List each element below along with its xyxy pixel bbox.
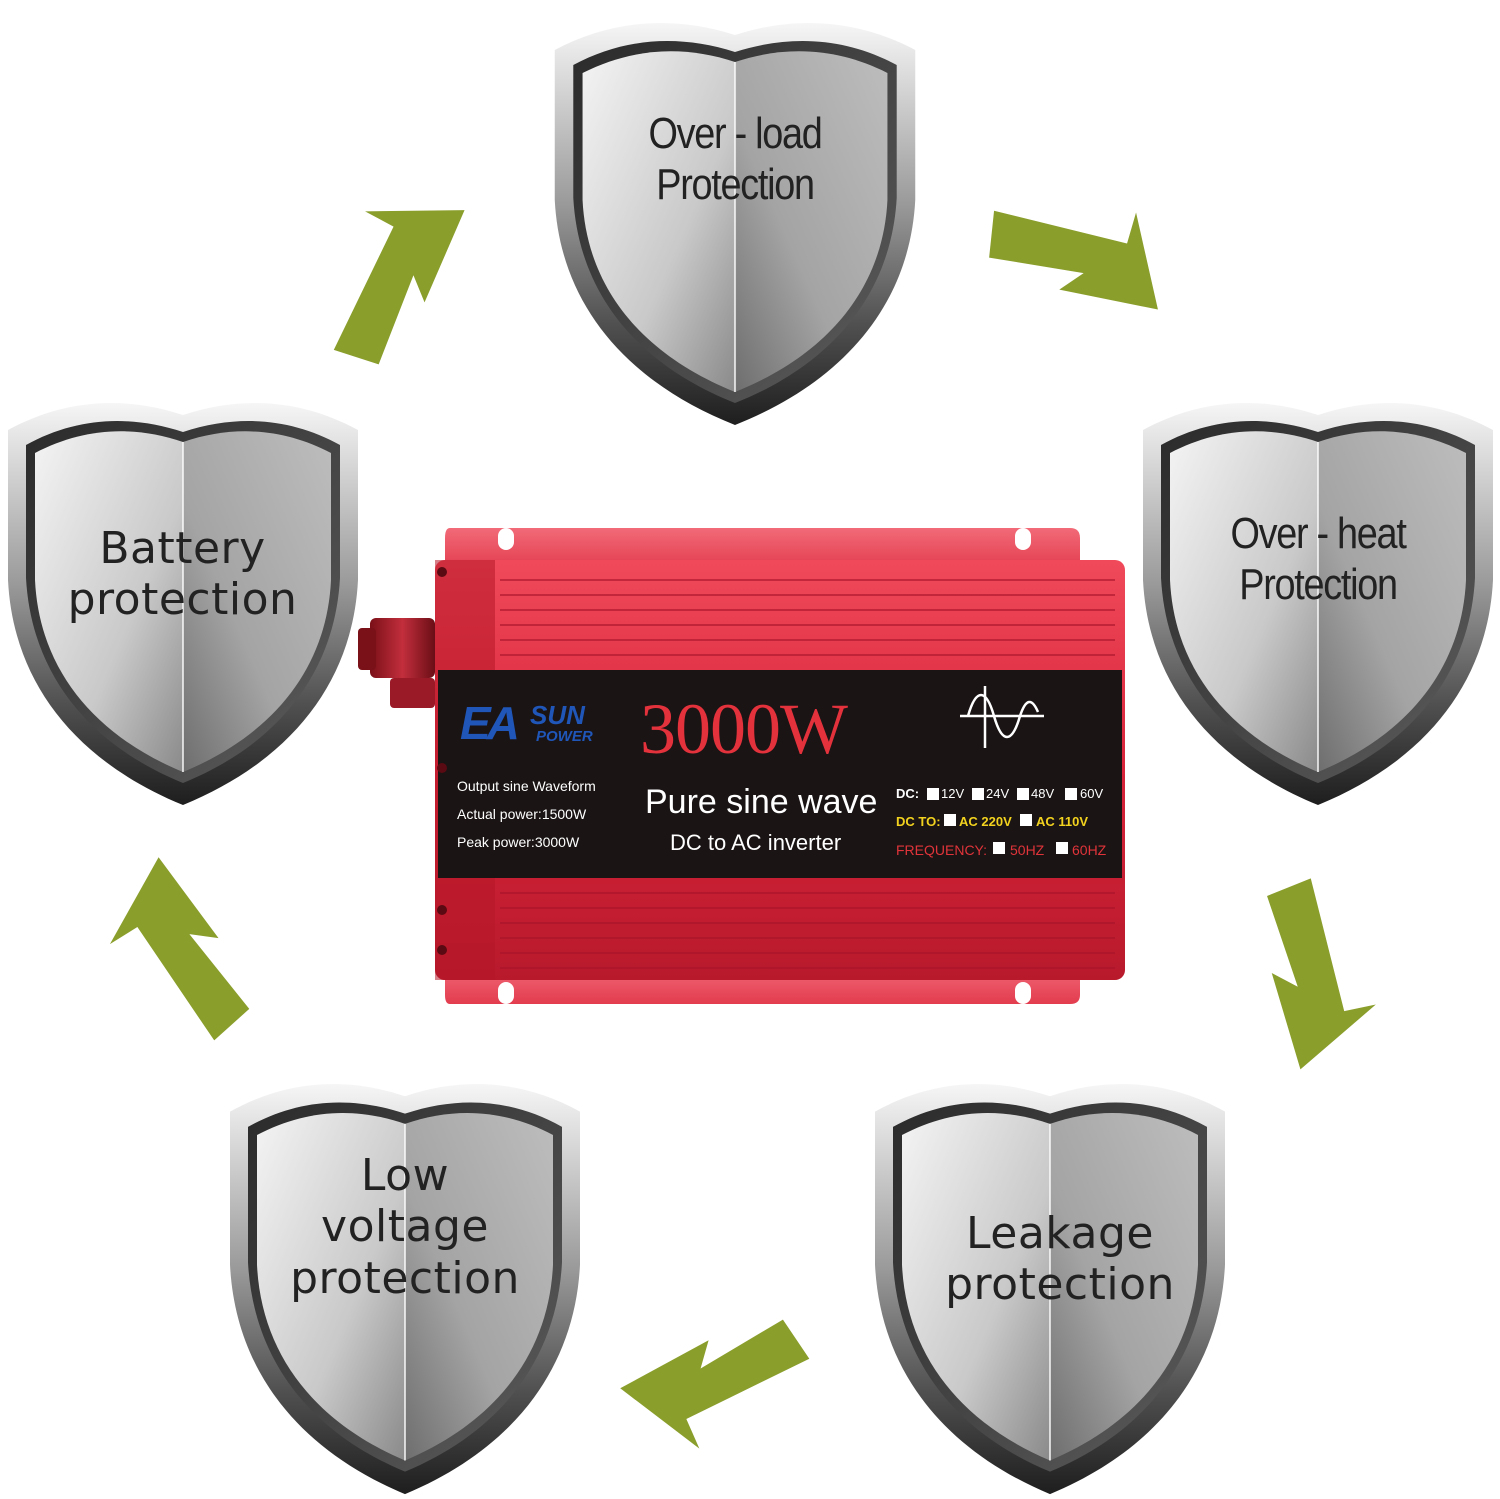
dcto-label: DC TO:: [896, 814, 941, 829]
wattage-title: 3000W: [640, 689, 848, 769]
arrow-icon: [969, 142, 1197, 360]
mounting-slot: [498, 528, 514, 550]
dcto-option: AC 220V: [959, 814, 1012, 829]
terminal-knob: [370, 618, 435, 678]
brand-sun: SUN: [530, 700, 585, 730]
mounting-slot: [1015, 982, 1031, 1004]
screw: [437, 905, 447, 915]
screw: [437, 567, 447, 577]
dc-option: 12V: [941, 786, 965, 801]
checkbox-icons: [927, 788, 1077, 854]
spec-line: Peak power:3000W: [457, 834, 580, 850]
freq-label: FREQUENCY:: [896, 842, 988, 858]
mounting-slot: [498, 982, 514, 1004]
subline-text: DC to AC inverter: [670, 830, 842, 855]
dc-option: 48V: [1031, 786, 1055, 801]
cooling-fins: [500, 579, 1115, 969]
freq-option: 60HZ: [1072, 842, 1107, 858]
sine-wave-icon: [960, 686, 1044, 748]
spec-line: Actual power:1500W: [457, 806, 587, 822]
shield-over-load: [553, 21, 917, 427]
screw: [437, 763, 447, 773]
brand-power: POWER: [536, 728, 593, 745]
freq-option: 50HZ: [1010, 842, 1045, 858]
dcto-option: AC 110V: [1036, 814, 1089, 829]
mounting-slot: [1015, 528, 1031, 550]
arrow-icon: [1238, 871, 1396, 1081]
arrow-icon: [278, 161, 506, 381]
inverter-product-image: [358, 528, 1125, 1004]
arrow-icon: [618, 1318, 813, 1452]
headline-text: Pure sine wave: [645, 783, 878, 821]
label-panel: [438, 670, 1122, 878]
spec-line: Output sine Waveform: [457, 778, 596, 794]
dc-option: 24V: [986, 786, 1010, 801]
dc-option: 60V: [1080, 786, 1104, 801]
dc-label: DC:: [896, 786, 920, 801]
arrow-icon: [96, 846, 254, 1056]
brand-logo: EA: [460, 697, 520, 749]
screw: [437, 945, 447, 955]
mounting-flange-top: [445, 528, 1080, 570]
